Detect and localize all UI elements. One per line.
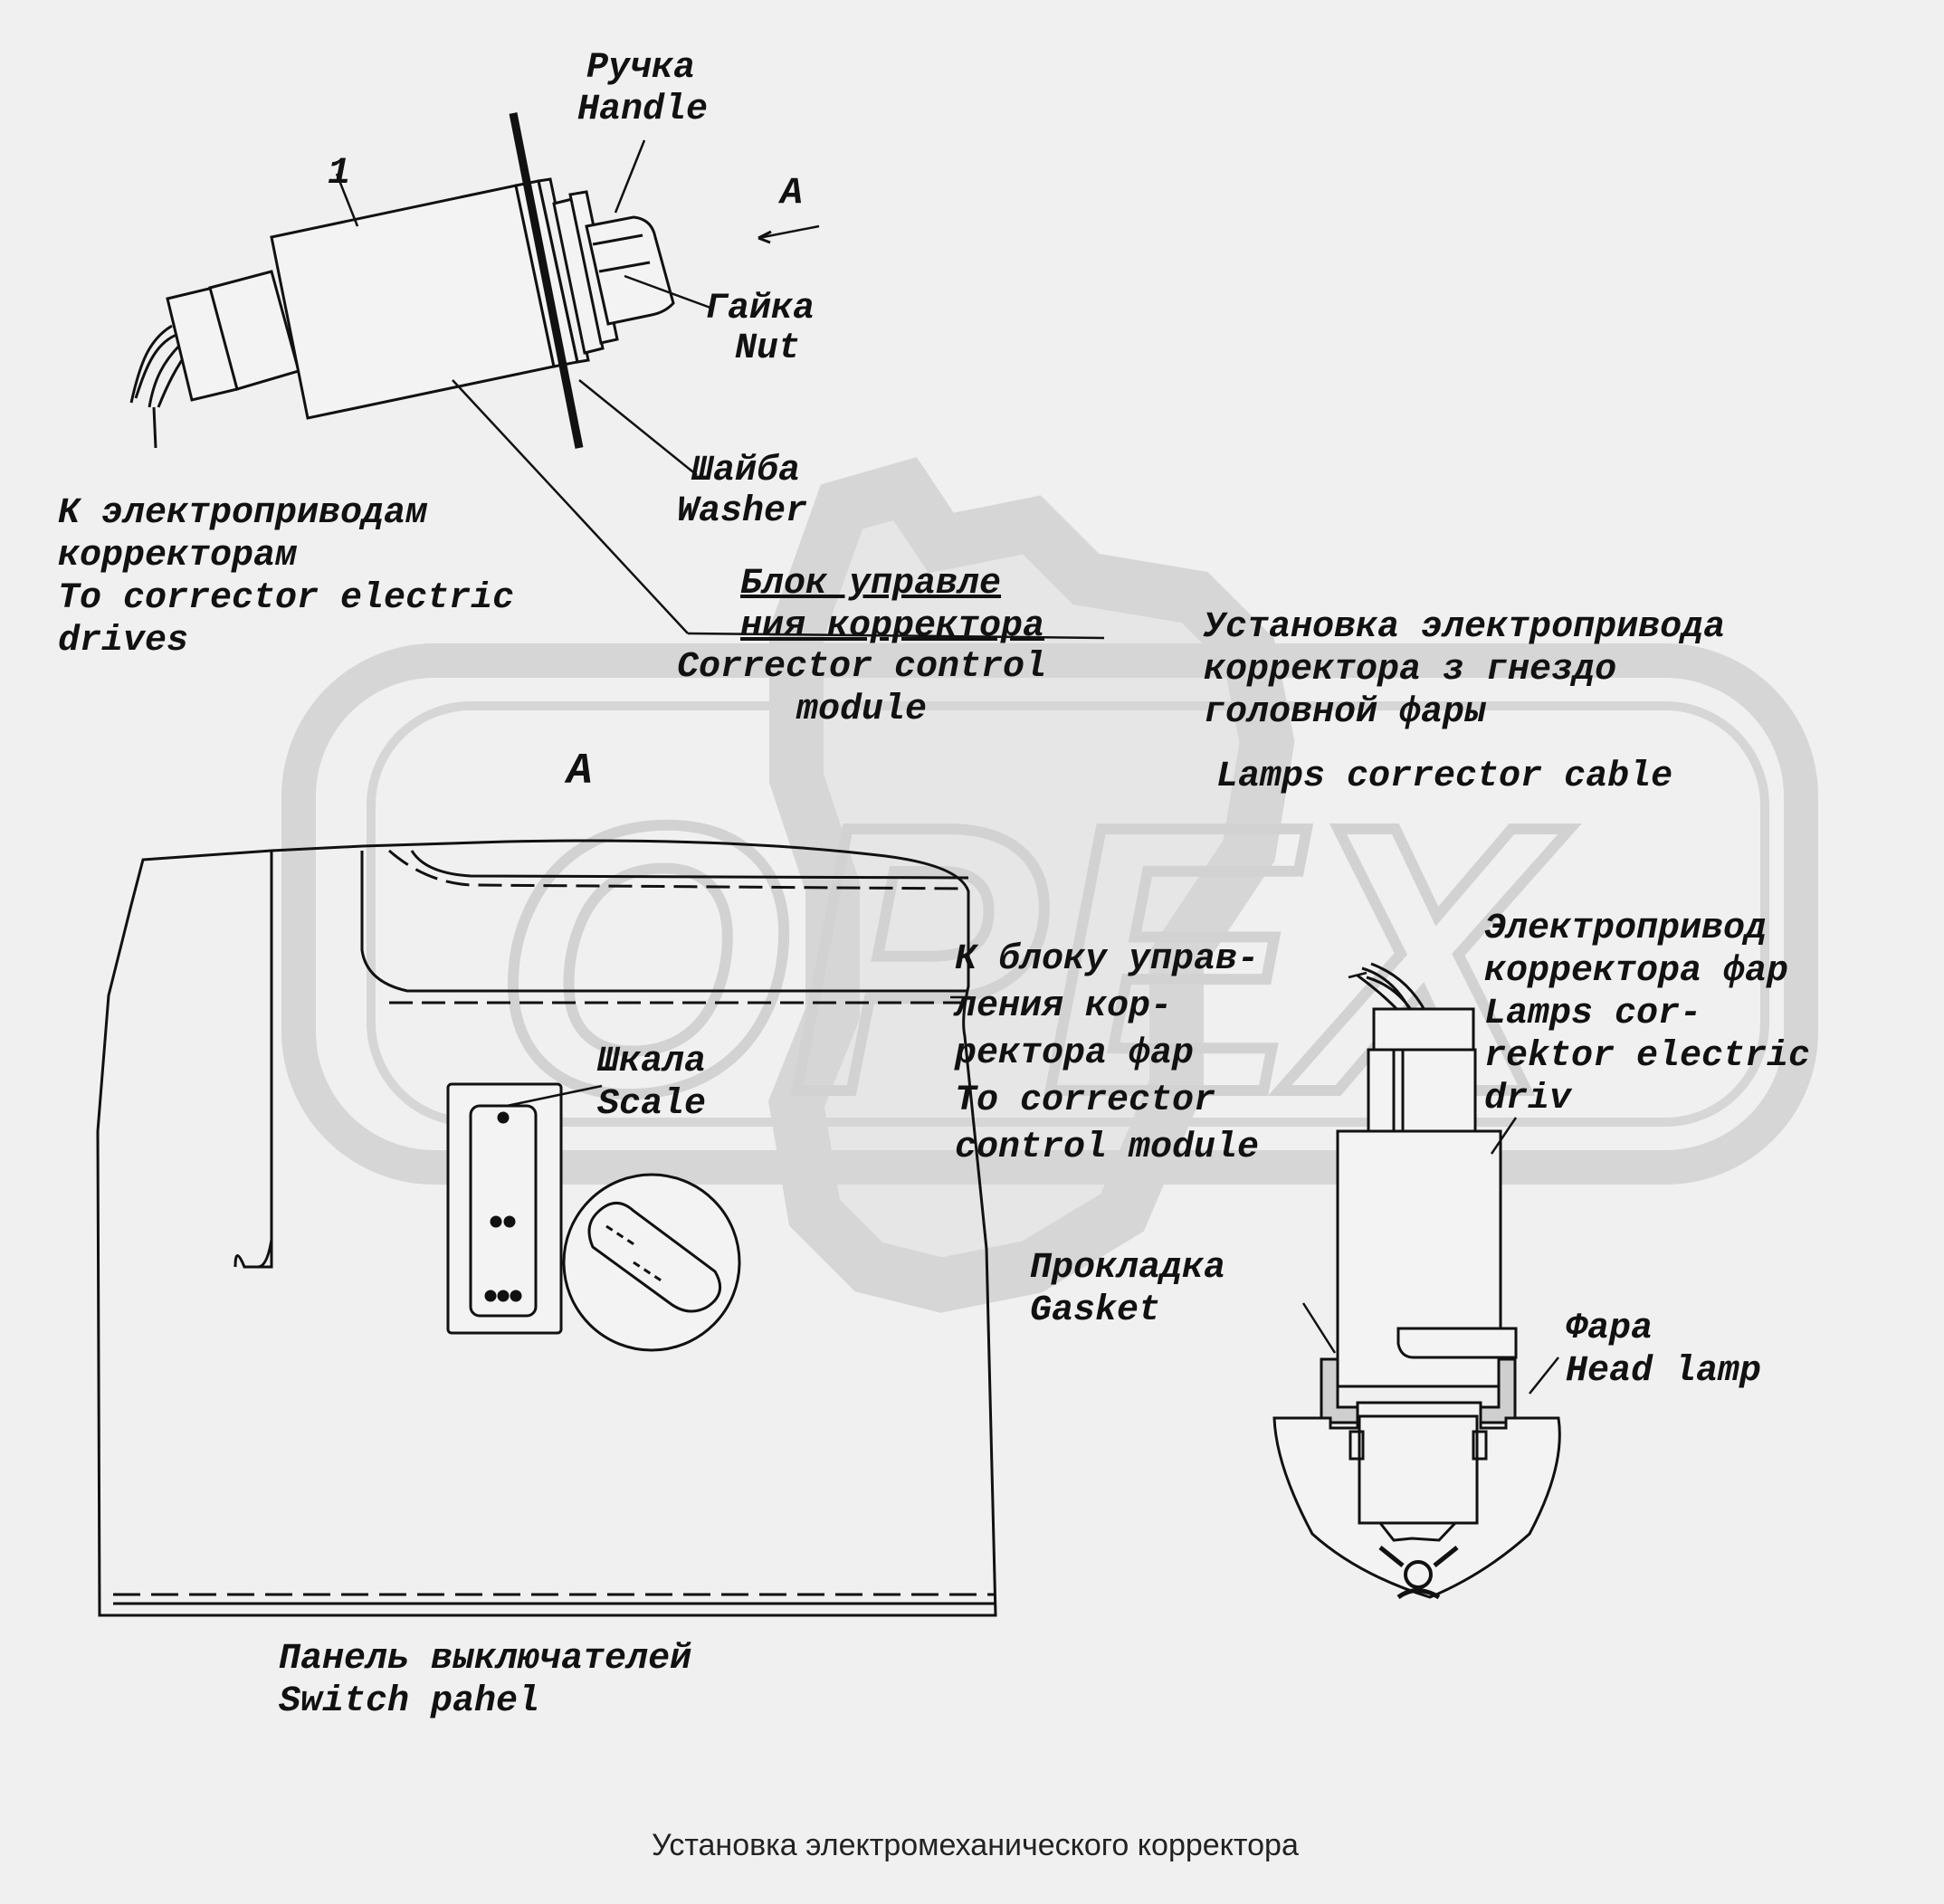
- watermark-inner-frame: [367, 701, 1769, 1127]
- handle: [585, 215, 675, 326]
- knob: [562, 1173, 741, 1352]
- leader-lines-top: [335, 139, 1105, 640]
- label-lamps-corrector-cable: Lamps corrector cable: [1216, 757, 1673, 797]
- label-view-a-top: A: [780, 171, 804, 214]
- panel-outline: [96, 839, 997, 1617]
- label-headlamp: Фара Head lamp: [1566, 1309, 1762, 1392]
- figure-caption: Установка электромеханического корректор…: [652, 1828, 1299, 1862]
- label-to-control-module: К блоку управ- ления кор- ректора фар To…: [955, 939, 1260, 1168]
- panel-top-recess: [360, 851, 968, 993]
- label-handle-ru: Ручка: [586, 48, 696, 89]
- label-scale: Шкала Scale: [597, 1042, 707, 1125]
- label-view-a-mid: A: [567, 747, 593, 796]
- headlamp-actuator-drawing: [1272, 962, 1561, 1600]
- label-control-block-en: Corrector control module: [677, 647, 1047, 730]
- label-nut-ru: Гайка: [706, 289, 815, 329]
- label-washer-en: Washer: [677, 491, 808, 532]
- module-body: [270, 184, 556, 420]
- label-washer-ru: Шайба: [691, 451, 801, 491]
- label-control-block-ru: Блок управле ния корректора: [740, 564, 1045, 647]
- label-handle-en: Handle: [577, 90, 709, 130]
- watermark-gear: [768, 457, 1295, 1313]
- label-install-actuator: Установка электропривода корректора з гн…: [1204, 607, 1726, 733]
- actuator-wires: [1357, 962, 1427, 1019]
- watermark-logo: [281, 457, 1818, 1313]
- watermark-outer-frame: [281, 643, 1818, 1185]
- label-nut-en: Nut: [735, 328, 801, 369]
- label-part-number: 1: [328, 151, 351, 195]
- wire-bundle: [129, 324, 192, 408]
- panel-inner-edge: [257, 855, 273, 1269]
- label-switch-panel: Панель выключателей Switch pahel: [279, 1639, 692, 1722]
- label-to-corrector-drives: К электроприводам корректорам To correct…: [58, 493, 515, 662]
- scale-frame: [446, 1082, 563, 1335]
- nut: [552, 197, 605, 355]
- switch-panel-drawing: [96, 839, 997, 1617]
- corrector-control-module-drawing: [129, 112, 675, 449]
- label-actuator: Электропривод корректора фар Lamps cor- …: [1484, 909, 1811, 1119]
- actuator-connector: [1372, 1007, 1475, 1056]
- label-gasket: Прокладка Gasket: [1030, 1248, 1226, 1331]
- panel-plate: [509, 112, 584, 449]
